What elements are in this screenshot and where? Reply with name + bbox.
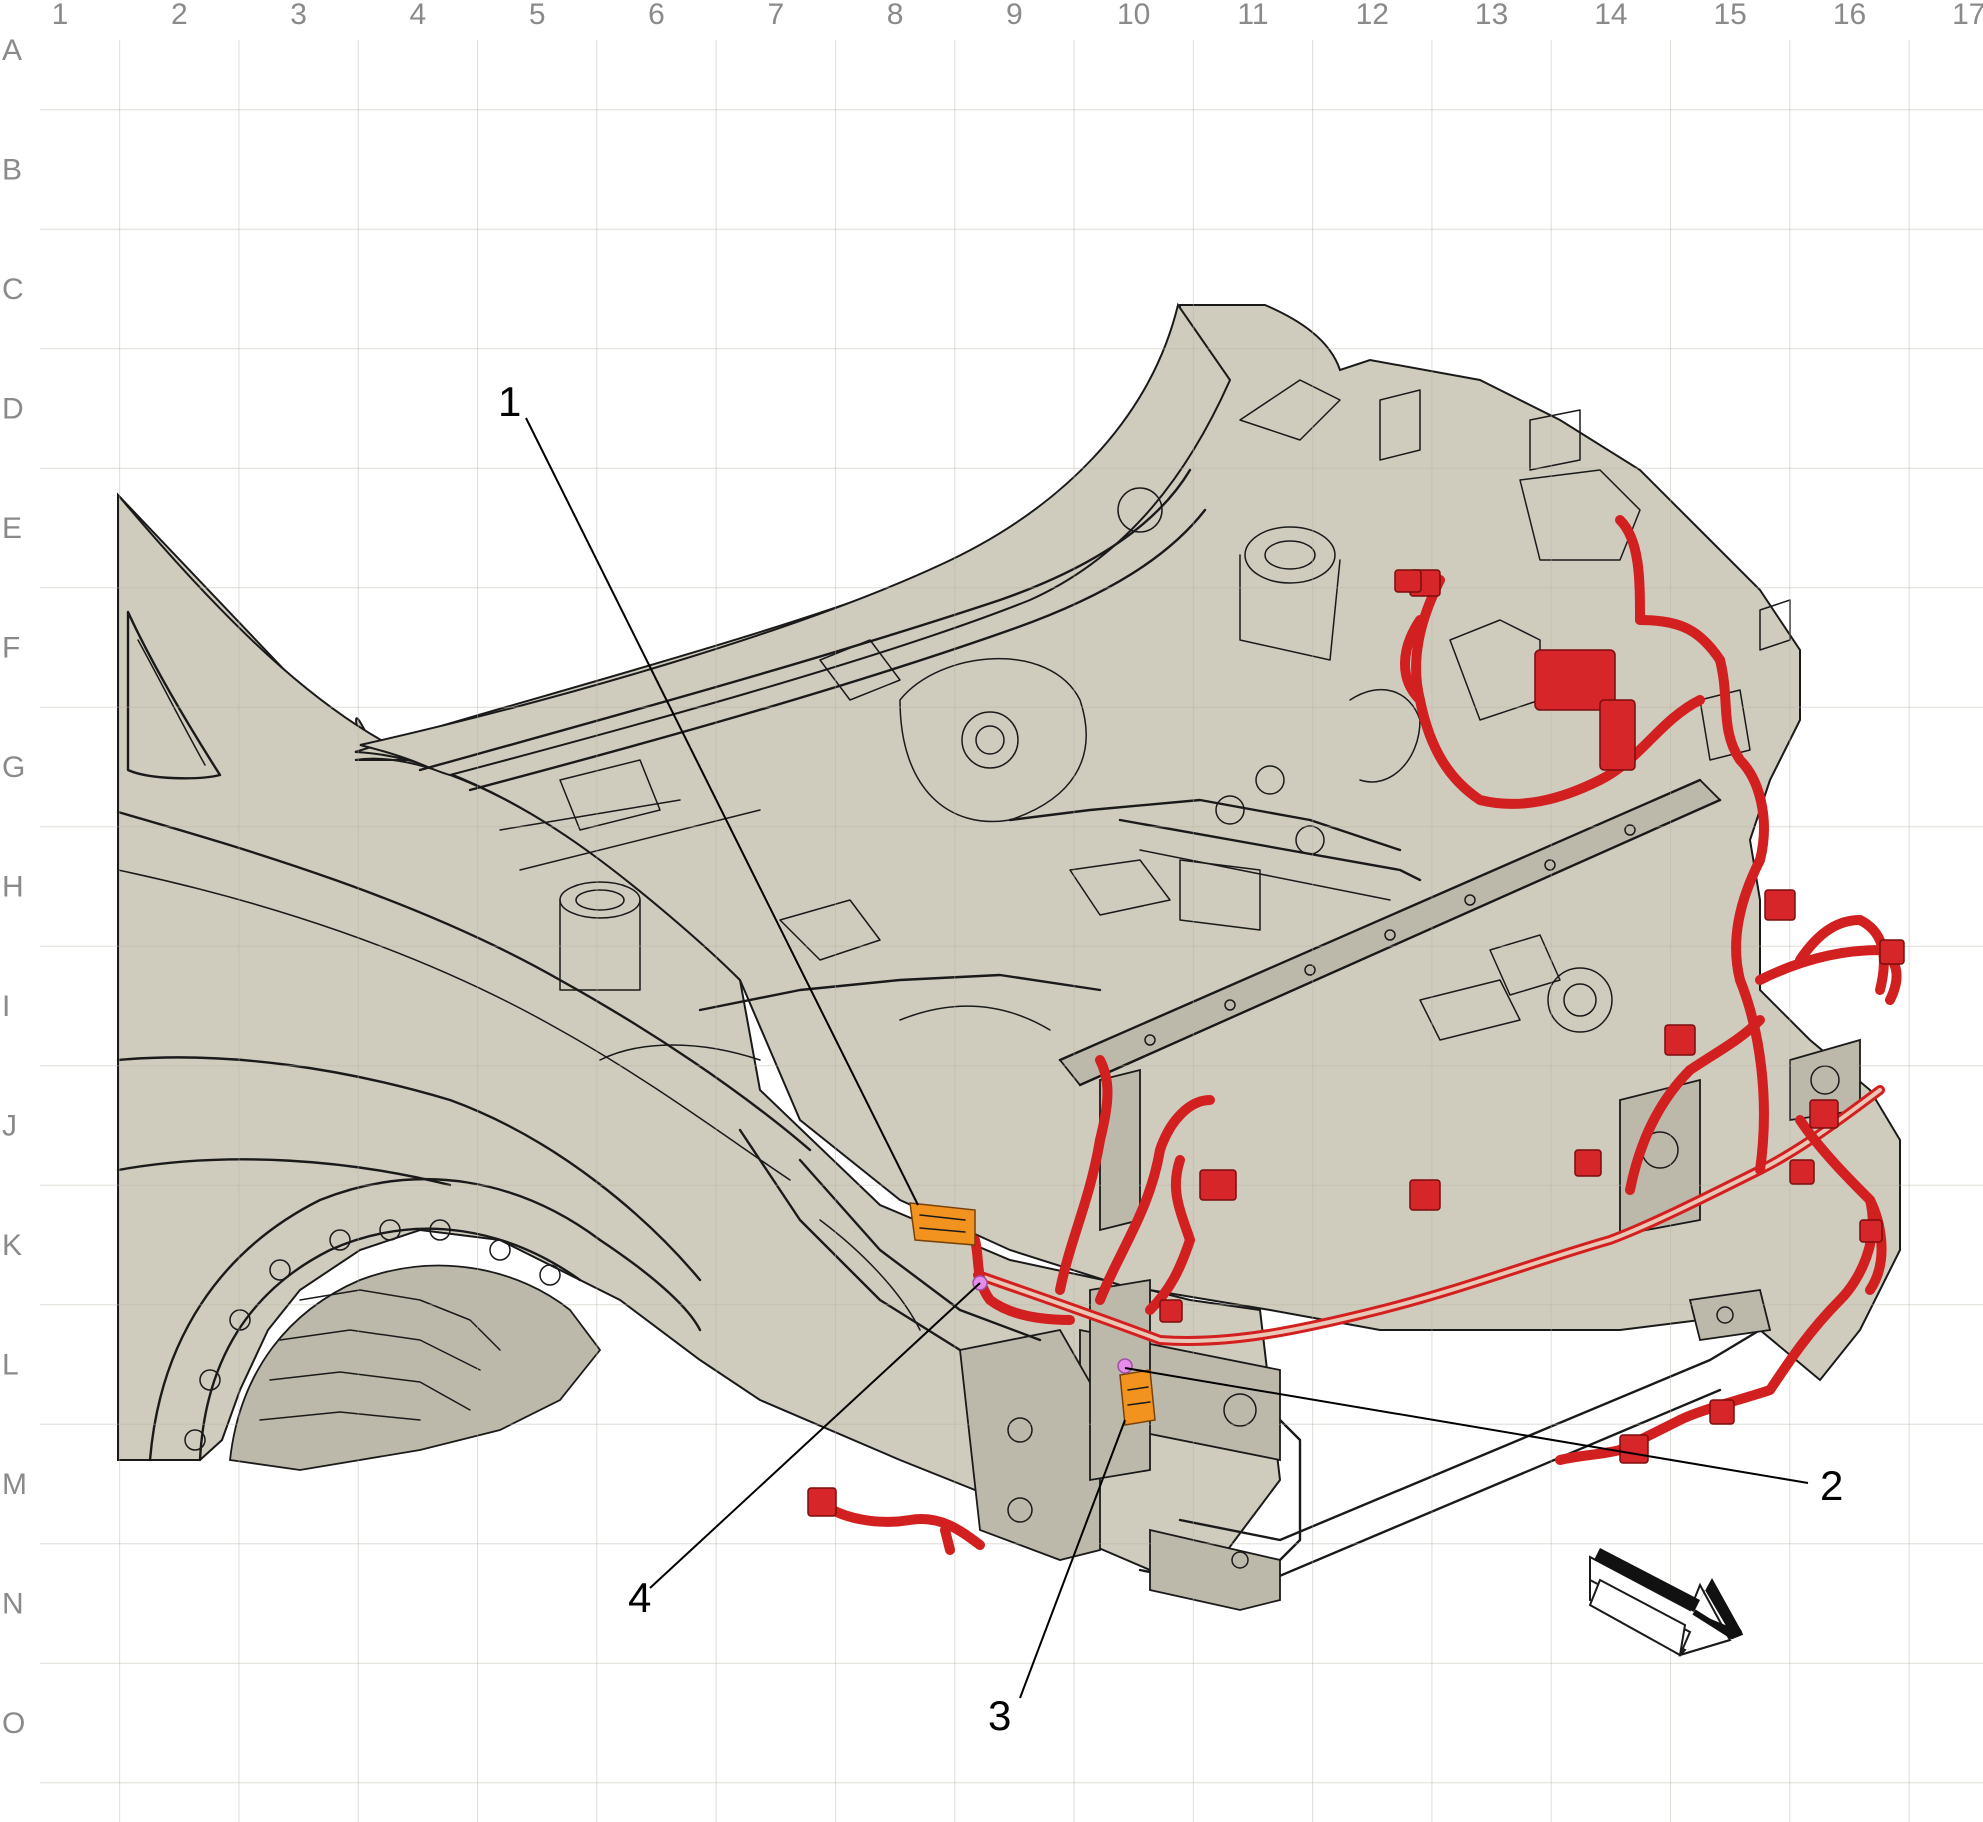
- connector: [1534, 649, 1616, 711]
- grid-column-label: 2: [171, 0, 188, 31]
- callout-leaders: [525, 417, 1809, 1699]
- grid-column-label: 12: [1356, 0, 1389, 31]
- grid-row-labels: ABCDEFGHIJKLMNOP: [2, 34, 27, 1740]
- grid-column-label: 9: [1006, 0, 1023, 31]
- grid-row-label: L: [2, 1349, 19, 1382]
- callout-3: 3: [988, 1692, 1011, 1739]
- callout-1: 1: [498, 378, 521, 425]
- grid-column-label: 17: [1952, 0, 1983, 31]
- callout-labels: 1 2 3 4: [498, 378, 1843, 1739]
- callout-2: 2: [1820, 1462, 1843, 1509]
- connector: [807, 1487, 837, 1517]
- grid-column-label: 11: [1237, 0, 1268, 31]
- vehicle-body-structure: [116, 302, 1901, 1611]
- connector: [1619, 1434, 1649, 1464]
- connector: [1394, 569, 1422, 593]
- grid-row-label: K: [2, 1229, 22, 1262]
- grid-column-label: 5: [529, 0, 546, 31]
- grid-row-label: J: [2, 1110, 17, 1143]
- front-direction-arrow-icon: [1588, 1548, 1744, 1657]
- grid-row-label: N: [2, 1588, 24, 1621]
- grid-column-label: 13: [1475, 0, 1508, 31]
- grid-row-label: A: [2, 34, 22, 67]
- connector: [1789, 1159, 1815, 1185]
- interior-detail-lines: [559, 379, 1791, 1061]
- grid-row-label: F: [2, 632, 20, 665]
- grid-column-label: 16: [1833, 0, 1866, 31]
- grid-row-label: D: [2, 393, 24, 426]
- connector: [1809, 1099, 1839, 1129]
- wheel-arch-inner-details: [184, 1219, 561, 1451]
- grid-row-label: B: [2, 154, 22, 187]
- grid-column-label: 3: [290, 0, 307, 31]
- grid-column-label: 8: [887, 0, 904, 31]
- splice-marker: [1117, 1358, 1133, 1374]
- grid-row-label: I: [2, 990, 10, 1023]
- connector: [1764, 889, 1796, 921]
- callout-4: 4: [628, 1574, 651, 1621]
- crossmember-holes: [1144, 824, 1636, 1046]
- grid-column-label: 1: [52, 0, 69, 31]
- connector: [1409, 1179, 1441, 1211]
- grid-lines: [40, 40, 1983, 1822]
- connector: [1199, 1169, 1237, 1201]
- connector: [1859, 1219, 1883, 1243]
- connector: [1879, 939, 1905, 965]
- rear-wiring-harness: [807, 515, 1905, 1555]
- connector: [1709, 1399, 1735, 1425]
- connector: [1574, 1149, 1602, 1177]
- grid-column-label: 6: [648, 0, 665, 31]
- connector: [1599, 699, 1636, 771]
- grid-column-label: 15: [1714, 0, 1747, 31]
- highlighted-connector-3: [1119, 1369, 1156, 1426]
- connector: [1664, 1024, 1696, 1056]
- grid-row-label: H: [2, 871, 24, 904]
- grid-column-label: 4: [410, 0, 427, 31]
- grid-column-label: 14: [1594, 0, 1627, 31]
- grid-row-label: M: [2, 1468, 27, 1501]
- grid-row-label: O: [2, 1707, 25, 1740]
- grid-row-label: E: [2, 512, 22, 545]
- grid-column-label: 10: [1117, 0, 1150, 31]
- grid-row-label: C: [2, 273, 24, 306]
- grid-row-label: G: [2, 751, 25, 784]
- highlighted-connector-1: [909, 1202, 976, 1246]
- grid-column-label: 7: [767, 0, 784, 31]
- connector: [1159, 1299, 1183, 1323]
